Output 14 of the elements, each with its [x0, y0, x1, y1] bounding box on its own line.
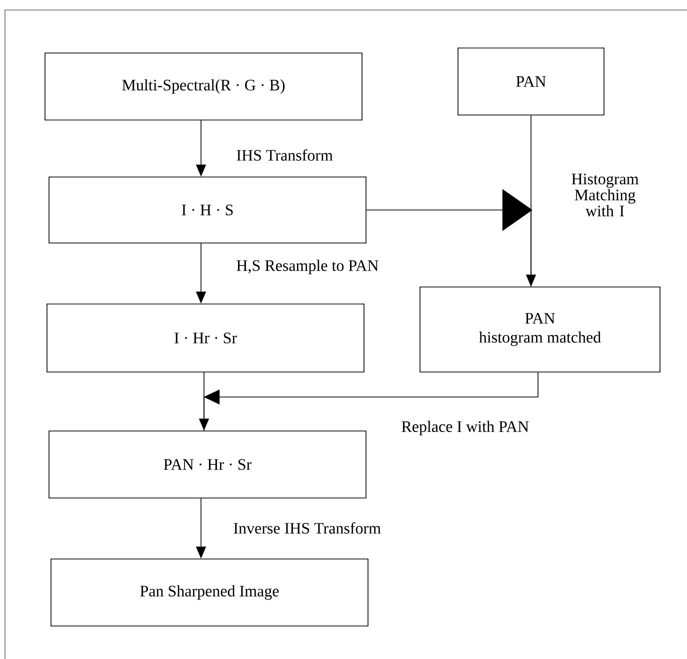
edge-label: IHS Transform: [235, 148, 334, 162]
process-box: I · Hr · Sr: [46, 304, 364, 372]
edge-label: Histogram Matching with I: [564, 172, 646, 218]
edge-label: H,S Resample to PAN: [235, 258, 380, 276]
process-box: Multi-Spectral(R · G · B): [44, 52, 362, 120]
edge-label: Inverse IHS Transform: [232, 521, 382, 535]
edge-label: Replace I with PAN: [400, 420, 530, 436]
arrow: [204, 372, 538, 431]
process-box: Pan Sharpened Image: [50, 558, 368, 626]
arrow: [366, 189, 532, 287]
process-box: I · H · S: [48, 176, 366, 244]
process-box: PAN · Hr · Sr: [48, 430, 366, 498]
process-box: PAN histogram matched: [420, 286, 660, 372]
process-box: PAN: [458, 48, 604, 116]
